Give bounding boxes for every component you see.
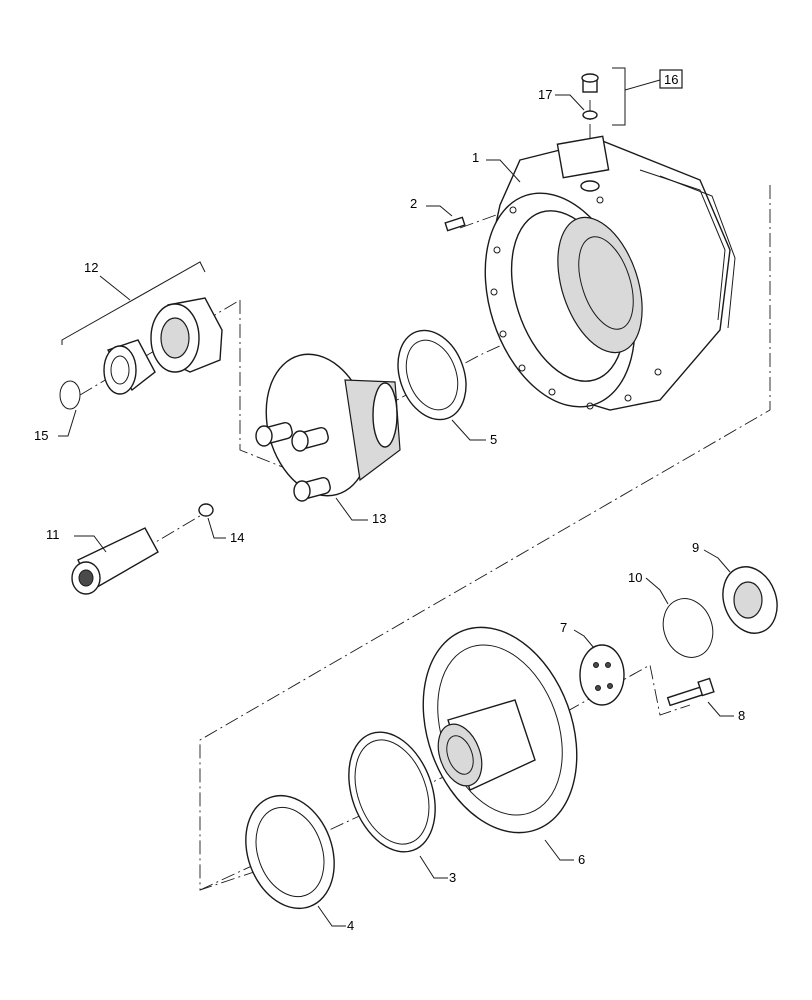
planetary-housing [484,135,736,411]
cover-plate [579,644,625,706]
drain-plug [581,73,599,120]
wheel-hub [422,626,578,834]
callout-11: 11 [46,527,60,542]
bracket-16 [612,67,683,126]
callout-4: 4 [347,918,354,933]
callout-15: 15 [34,428,48,443]
bracket-12 [61,261,206,345]
callout-5: 5 [490,432,497,447]
input-shaft [71,527,159,595]
callout-2: 2 [410,196,417,211]
snap-ring [59,380,81,410]
callout-12: 12 [84,260,98,275]
callout-8: 8 [738,708,745,723]
callout-labels: 1 2 3 4 5 6 7 8 9 10 11 12 13 14 15 16 1… [34,72,745,933]
seal-5 [397,329,467,421]
callout-7: 7 [560,620,567,635]
callout-13: 13 [372,511,386,526]
callout-3: 3 [449,870,456,885]
bolt-8 [666,677,715,707]
callout-16: 16 [664,72,678,87]
planet-carrier [255,353,401,502]
callout-17: 17 [538,87,552,102]
seal-4 [245,794,335,910]
callout-14: 14 [230,530,244,545]
dowel-pin [444,216,466,232]
ring-3 [348,731,436,853]
pin-14 [198,503,214,517]
leader-lines [58,94,734,927]
callout-10: 10 [628,570,642,585]
end-cap [722,566,778,634]
callout-6: 6 [578,852,585,867]
needle-bearing [103,339,156,395]
sun-gear [150,297,223,373]
o-ring-10 [662,598,714,658]
callout-9: 9 [692,540,699,555]
housing-bolt-holes [490,196,662,410]
callout-1: 1 [472,150,479,165]
